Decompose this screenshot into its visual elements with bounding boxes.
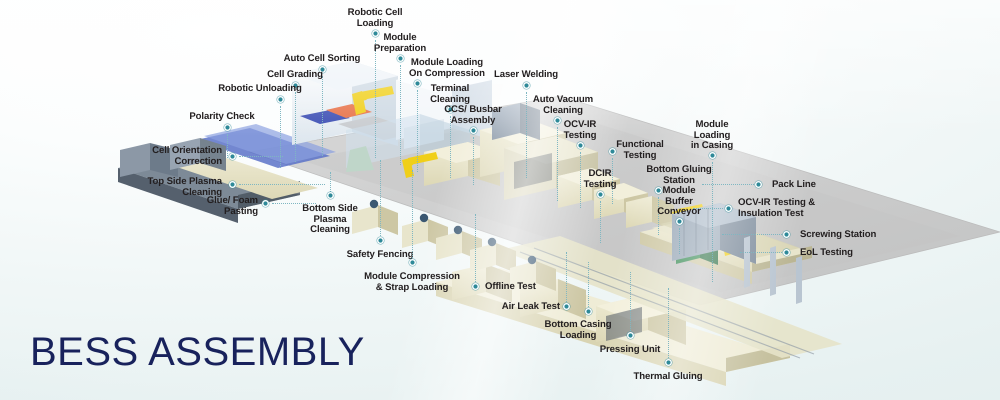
callout-label-robotic-unloading: Robotic Unloading	[218, 83, 302, 94]
callout-dot-cell-orientation-correction[interactable]	[228, 152, 236, 160]
callout-label-module-preparation: Module Preparation	[373, 32, 427, 54]
callout-label-auto-cell-sorting: Auto Cell Sorting	[283, 53, 361, 64]
callout-dot-auto-vacuum-cleaning[interactable]	[553, 116, 561, 124]
callout-label-laser-welding: Laser Welding	[493, 69, 559, 80]
callout-dot-robotic-unloading[interactable]	[276, 95, 284, 103]
callout-label-module-loading-on-compression: Module Loading On Compression	[409, 57, 485, 79]
callout-dot-air-leak-test[interactable]	[562, 302, 570, 310]
callout-label-glue-foam-pasting: Glue/ Foam Pasting	[206, 195, 258, 217]
callout-dot-ocv-ir-testing-insulation[interactable]	[724, 204, 732, 212]
callout-label-ocv-ir-testing: OCV-IR Testing	[563, 119, 597, 141]
callout-dot-robotic-cell-loading[interactable]	[371, 29, 379, 37]
callout-dot-pack-line[interactable]	[754, 180, 762, 188]
callout-label-terminal-cleaning: Terminal Cleaning	[430, 83, 470, 105]
callout-dot-module-buffer-conveyor[interactable]	[675, 217, 683, 225]
callout-dot-module-loading-on-compression[interactable]	[413, 79, 421, 87]
callout-dot-safety-fencing[interactable]	[376, 236, 384, 244]
callout-dot-offline-test[interactable]	[471, 282, 479, 290]
callout-label-bottom-side-plasma-cleaning: Bottom Side Plasma Cleaning	[302, 203, 358, 236]
callout-dot-thermal-gluing[interactable]	[664, 358, 672, 366]
callout-dot-laser-welding[interactable]	[522, 81, 530, 89]
page-title: BESS ASSEMBLY	[30, 330, 365, 374]
callout-label-bottom-gluing-station: Bottom Gluing Station	[646, 164, 712, 186]
callout-label-ocv-ir-testing-insulation: OCV-IR Testing & Insulation Test	[738, 197, 816, 219]
callout-label-functional-testing: Functional Testing	[616, 139, 664, 161]
callout-label-bottom-casing-loading: Bottom Casing Loading	[544, 319, 612, 341]
callout-dot-polarity-check[interactable]	[223, 123, 231, 131]
callout-label-auto-vacuum-cleaning: Auto Vacuum Cleaning	[532, 94, 594, 116]
callout-label-screwing-station: Screwing Station	[800, 229, 877, 240]
callout-dot-top-side-plasma-cleaning[interactable]	[228, 180, 236, 188]
callout-dot-bottom-side-plasma-cleaning[interactable]	[326, 191, 334, 199]
callout-label-module-buffer-conveyor: Module Buffer Conveyor	[657, 185, 701, 218]
callout-dot-functional-testing[interactable]	[608, 147, 616, 155]
callout-label-air-leak-test: Air Leak Test	[501, 301, 560, 312]
callout-dot-eol-testing[interactable]	[782, 248, 790, 256]
callout-label-eol-testing: EoL Testing	[800, 247, 853, 258]
callout-dot-module-preparation[interactable]	[396, 54, 404, 62]
callout-dot-bottom-casing-loading[interactable]	[584, 307, 592, 315]
callout-label-top-side-plasma-cleaning: Top Side Plasma Cleaning	[147, 176, 222, 198]
callout-dot-screwing-station[interactable]	[782, 230, 790, 238]
callout-label-pack-line: Pack Line	[772, 179, 816, 190]
callout-dot-auto-cell-sorting[interactable]	[318, 65, 326, 73]
callout-label-dcir-testing: DCIR Testing	[583, 168, 617, 190]
callout-dot-terminal-cleaning[interactable]	[446, 105, 454, 113]
callout-dot-glue-foam-pasting[interactable]	[261, 199, 269, 207]
callout-label-ccs-busbar-assembly: CCS/ Busbar Assembly	[444, 104, 502, 126]
callout-dot-module-loading-in-casing[interactable]	[708, 151, 716, 159]
callout-label-module-compression-strap: Module Compression & Strap Loading	[364, 271, 460, 293]
callout-label-cell-grading: Cell Grading	[267, 69, 323, 80]
callout-dot-bottom-gluing-station[interactable]	[654, 186, 662, 194]
callout-dot-ocv-ir-testing[interactable]	[576, 141, 584, 149]
callout-label-module-loading-in-casing: Module Loading in Casing	[690, 119, 734, 152]
callout-label-cell-orientation-correction: Cell Orientation Correction	[152, 145, 222, 167]
callout-dot-ccs-busbar-assembly[interactable]	[469, 126, 477, 134]
callout-label-offline-test: Offline Test	[485, 281, 536, 292]
callout-label-polarity-check: Polarity Check	[189, 111, 255, 122]
callout-dot-pressing-unit[interactable]	[626, 331, 634, 339]
callout-label-thermal-gluing: Thermal Gluing	[633, 371, 703, 382]
callout-dot-dcir-testing[interactable]	[596, 190, 604, 198]
callout-dot-module-compression-strap[interactable]	[408, 258, 416, 266]
callout-label-robotic-cell-loading: Robotic Cell Loading	[347, 7, 403, 29]
callout-dot-cell-grading[interactable]	[291, 81, 299, 89]
callout-label-pressing-unit: Pressing Unit	[599, 344, 661, 355]
callout-label-safety-fencing: Safety Fencing	[346, 249, 414, 260]
